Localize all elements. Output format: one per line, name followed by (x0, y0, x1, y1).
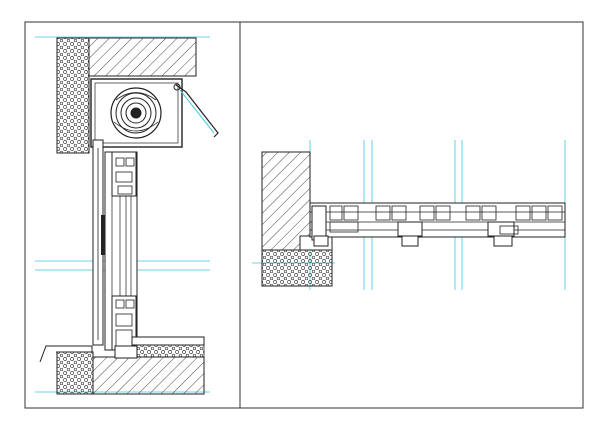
insulation-fill (56, 351, 94, 395)
window-frame-profile (104, 151, 138, 351)
wall-hatch (88, 37, 197, 77)
insulation-fill (56, 37, 90, 154)
vertical-section (35, 36, 219, 395)
frame-mullion-profile (375, 205, 451, 247)
frame-mullion-profile (311, 205, 359, 247)
horizontal-section (252, 140, 566, 290)
wall-hatch (92, 356, 205, 395)
inspection-flap (175, 84, 219, 138)
wall-hatch (261, 151, 311, 251)
sheet-border (24, 21, 584, 409)
sill-board (131, 336, 205, 346)
roller-shutter-drum (110, 87, 162, 139)
frame-mullion-profile (465, 205, 563, 247)
insulation-fill (261, 249, 333, 287)
